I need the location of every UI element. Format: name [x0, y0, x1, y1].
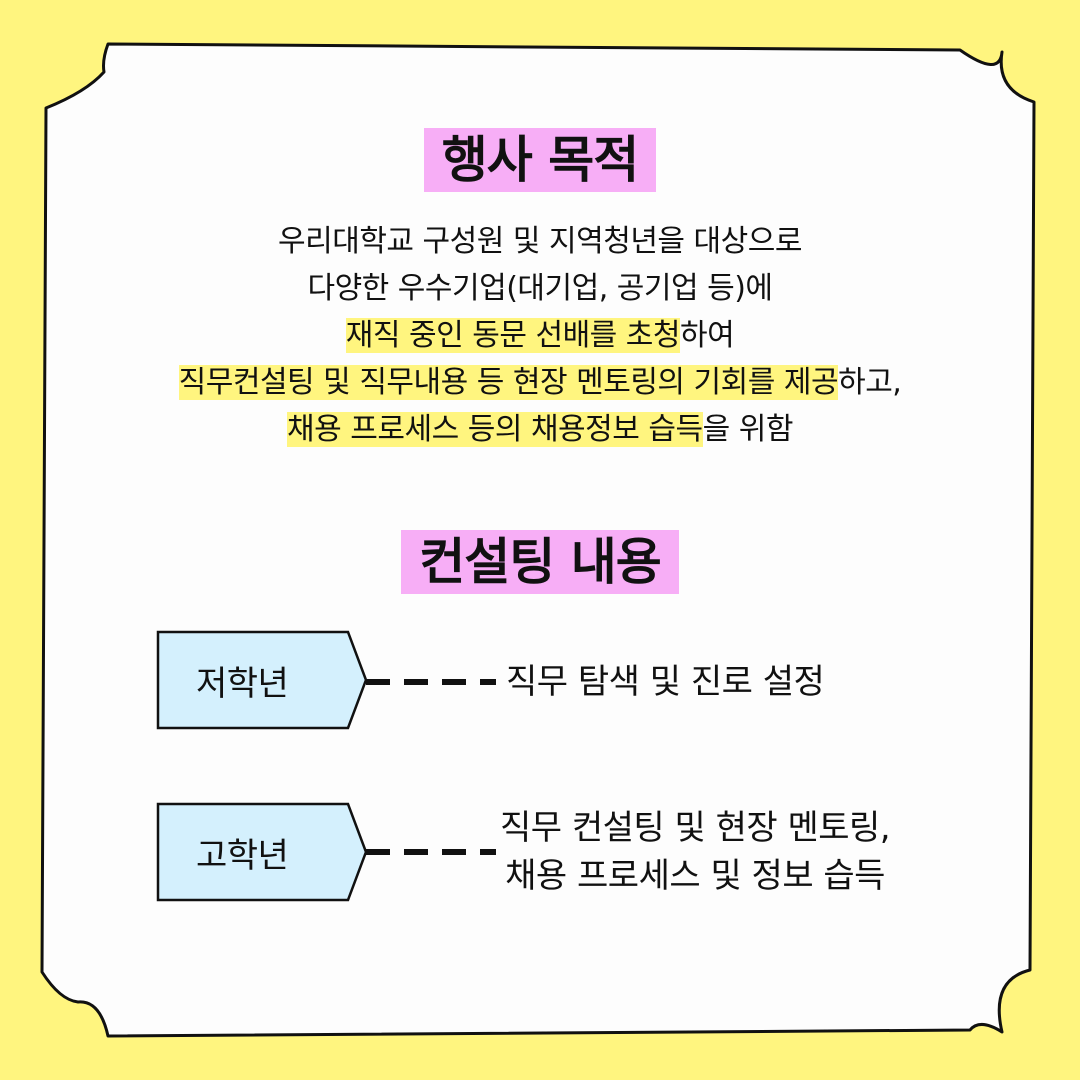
- purpose-title: 행사 목적: [423, 128, 657, 192]
- purpose-line-5: 채용 프로세스 등의 채용정보 습득을 위함: [60, 406, 1020, 453]
- purpose-line-4: 직무컨설팅 및 직무내용 등 현장 멘토링의 기회를 제공하고,: [60, 359, 1020, 406]
- upper-grade-description: 직무 컨설팅 및 현장 멘토링, 채용 프로세스 및 정보 습득: [500, 804, 891, 900]
- highlight-text: 재직 중인 동문 선배를 초청: [345, 318, 681, 353]
- plain-text: 하고,: [838, 365, 902, 400]
- description-line: 직무 컨설팅 및 현장 멘토링,: [500, 808, 891, 848]
- purpose-line-2: 다양한 우수기업(대기업, 공기업 등)에: [307, 271, 773, 306]
- purpose-heading: 행사 목적: [0, 128, 1080, 192]
- highlight-text: 직무컨설팅 및 직무내용 등 현장 멘토링의 기회를 제공: [178, 365, 839, 400]
- purpose-line-1: 우리대학교 구성원 및 지역청년을 대상으로: [278, 224, 802, 259]
- purpose-body: 우리대학교 구성원 및 지역청년을 대상으로 다양한 우수기업(대기업, 공기업…: [60, 218, 1020, 453]
- consulting-title: 컨설팅 내용: [401, 530, 679, 594]
- purpose-line-3: 재직 중인 동문 선배를 초청하여: [60, 312, 1020, 359]
- description-line: 채용 프로세스 및 정보 습득: [505, 856, 885, 896]
- tag-upper-grade-shape: [156, 802, 368, 902]
- highlight-text: 채용 프로세스 등의 채용정보 습득: [287, 412, 703, 447]
- tag-upper-grade-label: 고학년: [196, 836, 289, 876]
- plain-text: 하여: [680, 318, 735, 353]
- tag-lower-grade-shape: [156, 630, 368, 730]
- plain-text: 을 위함: [702, 412, 794, 447]
- consulting-heading: 컨설팅 내용: [0, 530, 1080, 594]
- description-line: 직무 탐색 및 진로 설정: [506, 662, 825, 702]
- tag-lower-grade-label: 저학년: [196, 664, 289, 704]
- lower-grade-description: 직무 탐색 및 진로 설정: [506, 658, 825, 706]
